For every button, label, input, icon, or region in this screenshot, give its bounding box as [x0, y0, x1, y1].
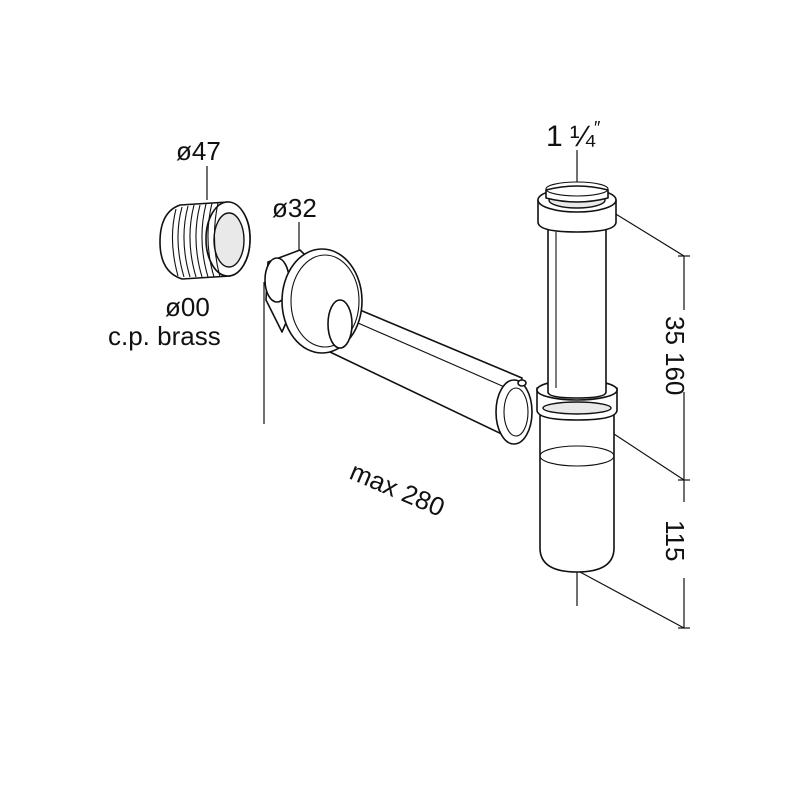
- bottle-shoulder-line: [539, 445, 615, 467]
- threaded-adapter: [159, 166, 251, 280]
- trap-bottle-body: [539, 409, 615, 573]
- pipe-diameter-label: ø32: [272, 193, 317, 223]
- pipe-highlight: [341, 315, 517, 393]
- finish-name-label: c.p. brass: [108, 321, 221, 351]
- rosette-pipe-hole: [327, 299, 353, 349]
- wall-pipe-assembly: [263, 222, 533, 445]
- thread-size-label: 1 ¼ ″: [546, 118, 601, 153]
- rosette-inner-edge: [290, 254, 360, 348]
- height-dimension-chain: [678, 255, 690, 629]
- adapter-bore: [213, 212, 245, 268]
- dim-ext-bottom: [579, 571, 685, 629]
- dim-35-label: 35: [660, 316, 690, 345]
- thread-size-whole: 1: [546, 120, 563, 153]
- thread-size-inch-mark: ″: [594, 118, 601, 138]
- union-nut-inner: [503, 387, 529, 437]
- union-nut-grip: [517, 379, 527, 387]
- adapter-thread-rings: [171, 202, 221, 278]
- dim-ext-top: [605, 207, 685, 257]
- max-length-label: max 280: [346, 456, 450, 523]
- dim-ext-middle: [613, 433, 685, 481]
- thread-size-fraction: ¼: [570, 120, 596, 153]
- dim-160-label: 160: [660, 352, 690, 395]
- tailpiece-pipe: [547, 221, 607, 399]
- bottle-cap-groove: [542, 401, 612, 415]
- adapter-diameter-label: ø47: [176, 136, 221, 166]
- union-nut: [495, 379, 533, 445]
- top-inlet-collar: [545, 185, 609, 203]
- finish-code-label: ø00: [165, 292, 210, 322]
- dim-115-label: 115: [660, 520, 690, 561]
- bottle-trap: [536, 150, 685, 629]
